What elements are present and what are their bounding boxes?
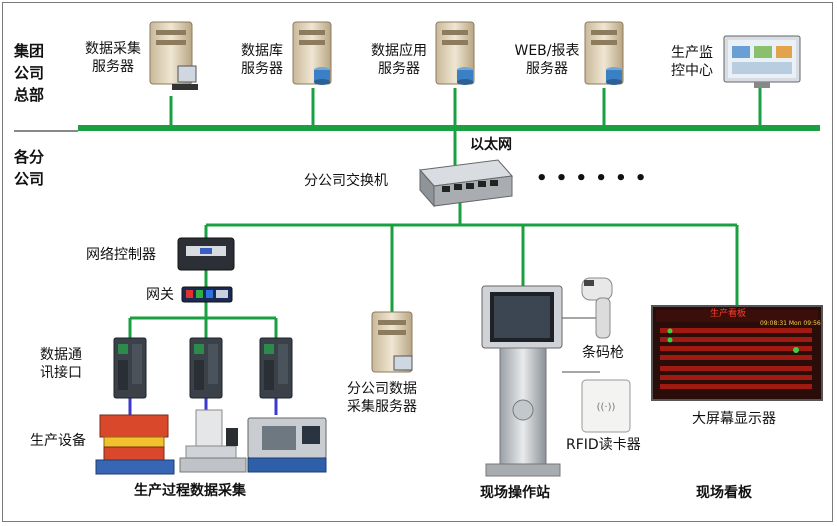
machine-icon-2 xyxy=(179,409,247,473)
branch-server-icon xyxy=(371,311,413,373)
monitor-center-label: 生产监 控中心 xyxy=(664,44,720,80)
server-label-collection: 数据采集 服务器 xyxy=(80,40,146,76)
branch-side-label: 各分 公司 xyxy=(14,146,44,190)
server-label-application-line-2: 服务器 xyxy=(378,61,420,77)
server-label-database-line-1: 数据库 xyxy=(241,43,283,59)
monitor-center-line-2: 控中心 xyxy=(671,63,713,79)
display-label: 大屏幕显示器 xyxy=(692,411,776,427)
hq-label-line-2: 公司 xyxy=(14,64,45,82)
interface-module-2 xyxy=(189,337,223,399)
controller-icon xyxy=(177,237,235,271)
board-display-icon xyxy=(651,305,823,401)
server-label-web: WEB/报表 服务器 xyxy=(510,42,584,78)
svg-text:((·)): ((·)) xyxy=(597,402,616,413)
branch-server-label-line-2: 采集服务器 xyxy=(347,399,417,415)
database-server-icon xyxy=(292,21,332,85)
app-server-icon xyxy=(435,21,475,85)
interface-module-3 xyxy=(259,337,293,399)
rfid-label: RFID读卡器 xyxy=(566,437,641,453)
branch-label-line-1: 各分 xyxy=(14,148,45,166)
server-label-web-line-2: 服务器 xyxy=(526,61,568,77)
equipment-label: 生产设备 xyxy=(30,433,86,449)
server-label-web-line-1: WEB/报表 xyxy=(514,43,580,59)
scanner-label: 条码枪 xyxy=(582,345,624,361)
hq-side-label: 集团 公司 总部 xyxy=(14,40,44,106)
server-label-collection-line-2: 服务器 xyxy=(92,59,134,75)
server-label-collection-line-1: 数据采集 xyxy=(85,41,141,57)
server-icon xyxy=(149,21,198,90)
gateway-label: 网关 xyxy=(146,287,174,303)
controller-label: 网络控制器 xyxy=(86,247,156,263)
barcode-scanner-icon xyxy=(581,277,613,339)
server-label-application: 数据应用 服务器 xyxy=(366,42,432,78)
gateway-icon xyxy=(181,286,233,303)
section-title-data-collection: 生产过程数据采集 xyxy=(134,483,246,499)
server-label-database: 数据库 服务器 xyxy=(234,42,290,78)
hq-label-line-1: 集团 xyxy=(14,42,45,60)
board-screen-time: 09:08:31 Mon 09:56 xyxy=(760,320,821,327)
interface-module-1 xyxy=(113,337,147,399)
more-branches-dots: • • • • • • xyxy=(536,168,648,189)
machine-icon-3 xyxy=(247,417,327,473)
monitor-icon xyxy=(723,35,801,88)
branch-server-label: 分公司数据 采集服务器 xyxy=(338,380,426,416)
machine-icon-1 xyxy=(95,414,175,475)
switch-icon xyxy=(419,159,513,208)
interface-label: 数据通 讯接口 xyxy=(40,346,82,382)
server-label-database-line-2: 服务器 xyxy=(241,61,283,77)
branch-label-line-2: 公司 xyxy=(14,170,45,188)
section-title-board: 现场看板 xyxy=(696,485,752,501)
hq-label-line-3: 总部 xyxy=(14,86,45,104)
operator-station-icon xyxy=(481,285,563,477)
interface-label-line-2: 讯接口 xyxy=(40,365,82,381)
rfid-reader-icon: ((·)) xyxy=(581,379,631,433)
ethernet-label: 以太网 xyxy=(470,137,512,153)
interface-label-line-1: 数据通 xyxy=(40,347,82,363)
web-server-icon xyxy=(584,21,624,85)
section-title-station: 现场操作站 xyxy=(480,485,550,501)
switch-label: 分公司交换机 xyxy=(304,173,388,189)
board-screen-title: 生产看板 xyxy=(710,309,747,319)
server-label-application-line-1: 数据应用 xyxy=(371,43,427,59)
branch-server-label-line-1: 分公司数据 xyxy=(347,381,417,397)
monitor-center-line-1: 生产监 xyxy=(671,45,713,61)
